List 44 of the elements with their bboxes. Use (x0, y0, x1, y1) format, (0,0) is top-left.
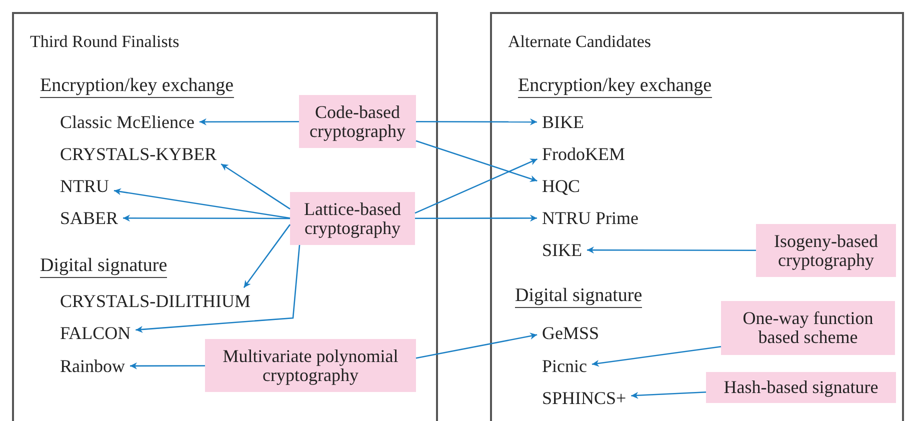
arrow (587, 246, 756, 254)
algorithm-name: HQC (540, 175, 582, 197)
arrow (592, 346, 722, 367)
arrow (130, 362, 205, 370)
category-box: One-way function based scheme (721, 301, 895, 355)
panel-title: Alternate Candidates (508, 32, 652, 52)
algorithm-name: Rainbow (58, 355, 127, 377)
algorithm-name: NTRU Prime (540, 207, 640, 229)
algorithm-name: SIKE (540, 239, 584, 261)
algorithm-name: CRYSTALS-KYBER (58, 143, 219, 165)
arrow (220, 163, 290, 210)
algorithm-name: GeMSS (540, 322, 602, 344)
arrow (243, 224, 291, 288)
category-box: Multivariate polynomial cryptography (205, 339, 416, 392)
algorithm-name: SABER (58, 207, 120, 229)
arrow (631, 391, 706, 399)
algorithm-name: FrodoKEM (540, 143, 628, 165)
algorithm-name: Classic McElience (58, 111, 196, 133)
category-box: Code-based cryptography (299, 95, 416, 148)
category-box: Lattice-based cryptography (290, 192, 415, 245)
category-box: Hash-based signature (706, 372, 896, 403)
algorithm-name: BIKE (540, 111, 586, 133)
arrow (416, 140, 538, 182)
category-box: Isogeny-based cryptography (756, 224, 896, 277)
algorithm-name: CRYSTALS-DILITHIUM (58, 290, 253, 312)
section-heading: Digital signature (40, 255, 168, 278)
arrow (416, 118, 537, 126)
panel-title: Third Round Finalists (30, 32, 180, 52)
arrow (416, 332, 538, 359)
section-heading: Encryption/key exchange (518, 75, 712, 98)
arrow (136, 244, 300, 333)
section-heading: Digital signature (515, 285, 642, 308)
arrow (123, 214, 290, 222)
algorithm-name: Picnic (540, 355, 589, 377)
algorithm-name: FALCON (58, 322, 133, 344)
algorithm-name: SPHINCS+ (540, 387, 628, 409)
algorithm-name: NTRU (58, 175, 111, 197)
section-heading: Encryption/key exchange (40, 75, 234, 98)
arrow (199, 118, 299, 126)
arrow (415, 214, 537, 222)
arrow (114, 188, 290, 219)
panel (12, 12, 438, 421)
panel (490, 12, 904, 421)
arrow (414, 158, 538, 214)
